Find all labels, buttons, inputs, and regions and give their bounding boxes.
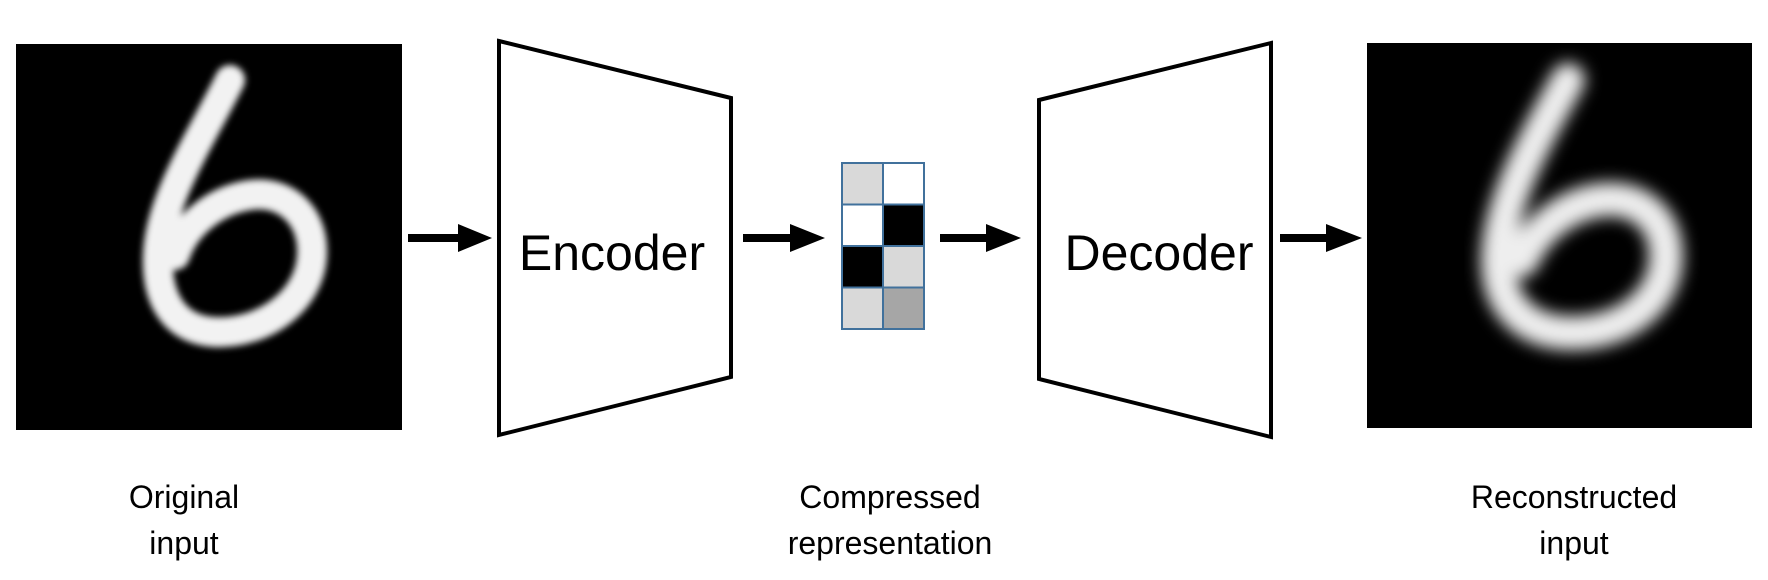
latent-cell-r3-c0 [841, 286, 884, 330]
compressed-representation-caption: Compressed representation [740, 474, 1040, 566]
latent-cell-r2-c1 [882, 245, 925, 289]
arrow-code-to-decoder [940, 224, 1021, 252]
reconstructed-digit-stroke [1481, 63, 1683, 351]
original-input-caption: Original input [84, 474, 284, 566]
reconstructed-caption-line1: Reconstructed [1470, 479, 1678, 515]
code-caption-line2: representation [787, 525, 993, 561]
right-arrow-icon [986, 224, 1021, 252]
decoder-block: Decoder [1037, 40, 1273, 440]
decoder-label: Decoder [1065, 225, 1254, 281]
original-caption-line2: input [149, 525, 219, 561]
compressed-representation-grid [841, 162, 925, 330]
latent-cell-r0-c0 [841, 162, 884, 206]
arrow-input-to-encoder [408, 224, 492, 252]
latent-cell-r3-c1 [882, 286, 925, 330]
reconstructed-caption-line2: input [1539, 525, 1609, 561]
arrow-encoder-to-code [743, 224, 825, 252]
code-caption-line1: Compressed [799, 479, 981, 515]
arrow-decoder-to-output [1280, 224, 1362, 252]
right-arrow-icon [790, 224, 825, 252]
reconstructed-input-caption: Reconstructed input [1424, 474, 1724, 566]
original-digit-stroke [142, 65, 328, 348]
encoder-label: Encoder [519, 225, 705, 281]
encoder-block: Encoder [497, 38, 733, 438]
latent-cell-r0-c1 [882, 162, 925, 206]
latent-cell-r1-c0 [841, 203, 884, 247]
right-arrow-icon [458, 224, 492, 252]
original-input-image [16, 44, 402, 430]
latent-cell-r1-c1 [882, 203, 925, 247]
reconstructed-input-image [1367, 43, 1752, 428]
original-caption-line1: Original [128, 479, 240, 515]
right-arrow-icon [1326, 224, 1362, 252]
latent-cell-r2-c0 [841, 245, 884, 289]
